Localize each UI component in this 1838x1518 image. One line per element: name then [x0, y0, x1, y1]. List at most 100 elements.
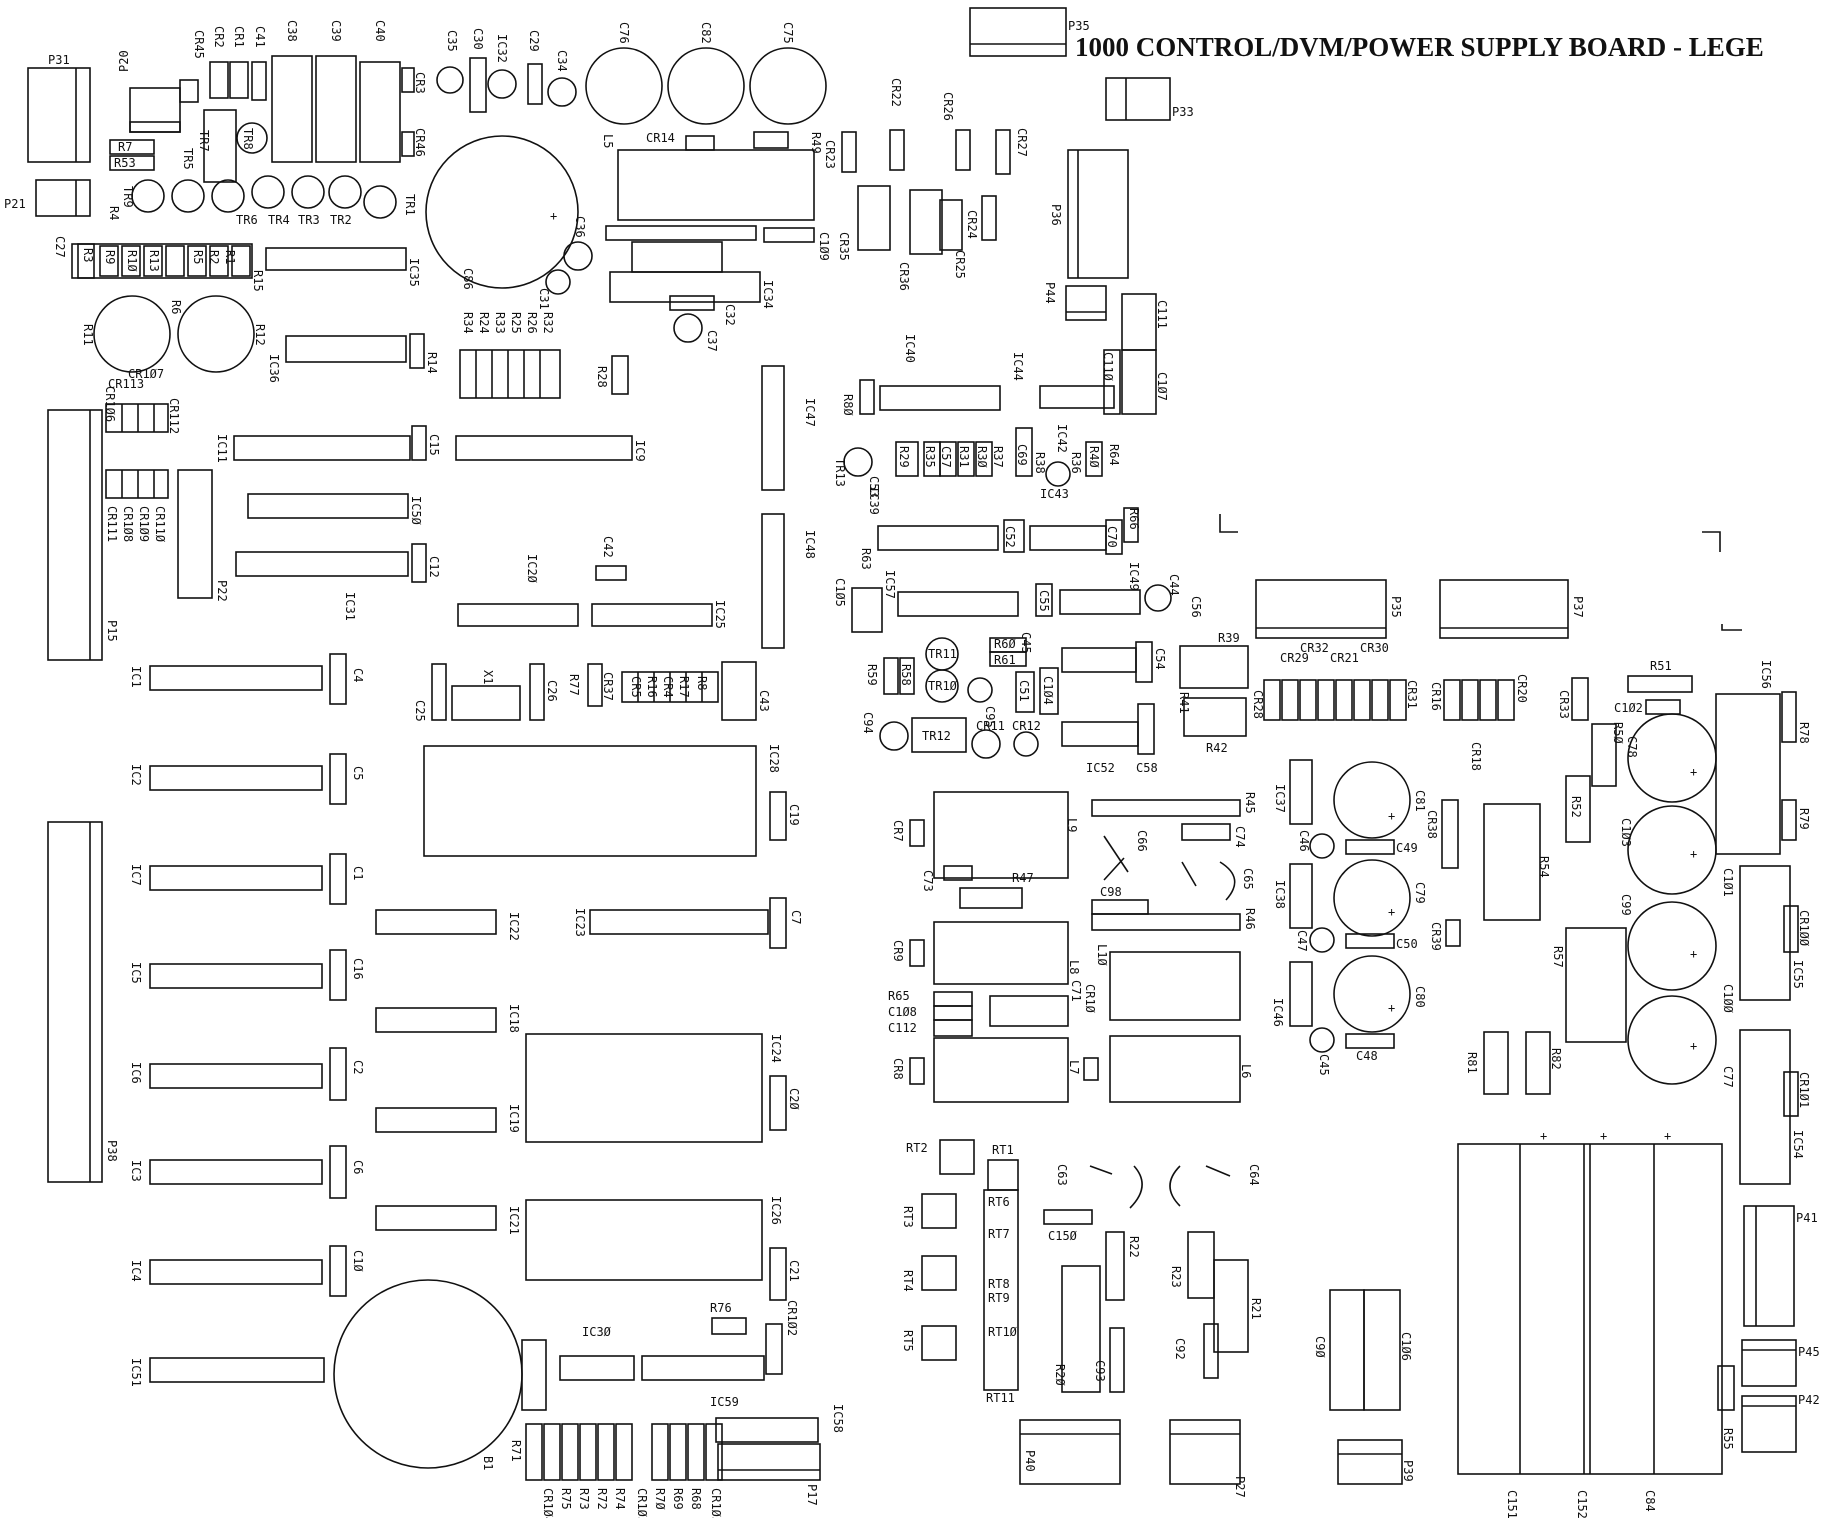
svg-text:P39: P39 — [1401, 1460, 1415, 1482]
svg-text:P44: P44 — [1043, 282, 1057, 304]
svg-text:R32: R32 — [541, 312, 555, 334]
connector-p27: P27 — [1169, 1419, 1247, 1498]
svg-text:CR21: CR21 — [1330, 651, 1359, 665]
svg-text:R4Ø: R4Ø — [1087, 446, 1101, 468]
ic-ic56: IC56 — [1715, 660, 1781, 855]
svg-text:R39: R39 — [1218, 631, 1240, 645]
svg-text:L9: L9 — [1065, 818, 1079, 832]
resistor-r78: R78 — [1781, 691, 1811, 744]
svg-text:CR26: CR26 — [941, 92, 955, 121]
inductor-l8: L8 — [933, 921, 1081, 985]
svg-text:CR9: CR9 — [891, 940, 905, 962]
ic-c54-box — [1061, 647, 1137, 673]
svg-text:R69: R69 — [671, 1488, 685, 1510]
svg-text:R24: R24 — [477, 312, 491, 334]
svg-text:IC3Ø: IC3Ø — [582, 1325, 612, 1339]
svg-text:R55: R55 — [1721, 1428, 1735, 1450]
svg-text:TR1Ø: TR1Ø — [928, 679, 958, 693]
cap-c10: C1Ø — [329, 1245, 365, 1297]
cap-c58: C58 — [1136, 703, 1158, 775]
transistor-tr5: TR5 — [181, 148, 195, 170]
svg-text:CR33: CR33 — [1557, 690, 1571, 719]
svg-text:CR29: CR29 — [1280, 651, 1309, 665]
diode-cr11: CR11 — [971, 719, 1005, 759]
svg-text:C44: C44 — [1167, 574, 1181, 596]
ic-ic22: IC22 — [375, 909, 521, 941]
thermistor-rt5: RT5 — [901, 1325, 957, 1361]
cap-c86: + C86 — [425, 135, 579, 290]
svg-text:P45: P45 — [1798, 1345, 1820, 1359]
ic-ic5: IC5 — [129, 962, 323, 989]
resistor-r54: R54 — [1483, 803, 1551, 921]
resistor-r28: R28 — [595, 355, 629, 395]
ic-ic26: IC26 — [525, 1196, 783, 1281]
svg-text:R52: R52 — [1569, 796, 1583, 818]
resistor-array-r71: R71 CR1Ø4 R75 R73 R72 R74 CR1Ø5 R7Ø R69 … — [509, 1423, 723, 1518]
svg-text:CR25: CR25 — [953, 250, 967, 279]
ic-ic30: IC3Ø — [559, 1325, 635, 1381]
svg-text:IC57: IC57 — [883, 570, 897, 599]
svg-text:RT3: RT3 — [901, 1206, 915, 1228]
svg-text:C15Ø: C15Ø — [1048, 1229, 1078, 1243]
resistor-r42: R42 — [1183, 697, 1247, 755]
ic-ic31: IC31 — [235, 551, 409, 621]
cap-c6: C6 — [329, 1145, 365, 1199]
svg-text:IC44: IC44 — [1011, 352, 1025, 381]
svg-text:R3: R3 — [81, 248, 95, 262]
cap-c107: C1Ø7 — [1121, 349, 1169, 415]
resistor-r12: R12 — [177, 295, 267, 373]
svg-text:IC31: IC31 — [343, 592, 357, 621]
resistor-r20: R2Ø — [1053, 1265, 1101, 1393]
svg-text:C2: C2 — [351, 1060, 365, 1074]
transistor-tr11: TR11 — [925, 637, 959, 671]
svg-text:C69: C69 — [1015, 444, 1029, 466]
svg-text:R79: R79 — [1797, 808, 1811, 830]
cap-c112: C112 — [888, 1019, 973, 1037]
svg-text:C40: C40 — [373, 20, 387, 42]
diode-array-cr28: CR32 CR30 CR29 CR21 CR28 CR31 — [1251, 641, 1419, 721]
svg-text:CR35: CR35 — [837, 232, 851, 261]
svg-text:RT9: RT9 — [988, 1291, 1010, 1305]
svg-text:R7Ø: R7Ø — [653, 1488, 667, 1510]
svg-text:CR37: CR37 — [601, 672, 615, 701]
cap-c53: C53 — [867, 476, 881, 498]
svg-text:RT7: RT7 — [988, 1227, 1010, 1241]
svg-text:CR18: CR18 — [1469, 742, 1483, 771]
cap-c71: C71 — [989, 980, 1083, 1027]
svg-text:C45: C45 — [1019, 632, 1033, 654]
cap-c20: C2Ø — [769, 1075, 801, 1131]
cap-c93: C93 — [1093, 1327, 1125, 1393]
ic-ic40: IC40 — [879, 334, 1001, 411]
svg-text:C1Ø8: C1Ø8 — [888, 1005, 917, 1019]
svg-text:IC2: IC2 — [129, 764, 143, 786]
cap-c31: C31 — [537, 269, 571, 310]
svg-text:P35: P35 — [1389, 596, 1403, 618]
svg-text:C1Ø7: C1Ø7 — [1155, 372, 1169, 401]
svg-text:IC19: IC19 — [507, 1104, 521, 1133]
svg-text:C151: C151 — [1505, 1490, 1519, 1518]
svg-text:CR14: CR14 — [646, 131, 675, 145]
svg-text:CR112: CR112 — [167, 398, 181, 434]
cap-c30: C30 — [469, 28, 487, 113]
transistor-tr4: TR4 — [251, 175, 290, 227]
ic-ic20: IC2Ø — [457, 554, 579, 627]
connector-p15: P15 — [47, 409, 119, 661]
svg-text:R31: R31 — [957, 446, 971, 468]
svg-text:C11Ø: C11Ø — [1101, 352, 1115, 382]
svg-text:P35: P35 — [1068, 19, 1090, 33]
resistor-array-r29: R29 R35 C57 R31 R3Ø R37 C69 R38 R36 R4Ø … — [895, 424, 1121, 477]
svg-text:R54: R54 — [1537, 856, 1551, 878]
svg-text:CR2: CR2 — [212, 26, 226, 48]
svg-text:C52: C52 — [1003, 526, 1017, 548]
diode-cr27: CR27 — [995, 128, 1029, 175]
resistor-r65: R65 — [888, 989, 973, 1007]
svg-text:IC59: IC59 — [710, 1395, 739, 1409]
cap-c104: C1Ø4 — [1039, 667, 1059, 715]
svg-text:IC48: IC48 — [803, 530, 817, 559]
svg-text:C37: C37 — [705, 330, 719, 352]
cap-c44: C44 — [1144, 574, 1181, 612]
svg-text:C75: C75 — [781, 22, 795, 44]
svg-text:C9Ø: C9Ø — [1313, 1336, 1327, 1358]
svg-text:R7: R7 — [118, 140, 132, 154]
svg-text:C77: C77 — [1721, 1066, 1735, 1088]
